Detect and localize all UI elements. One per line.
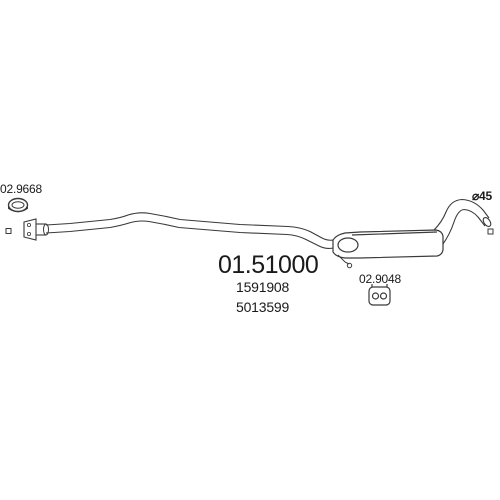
tailpipe [433, 198, 492, 245]
rubber-mount-part-label: 02.9048 [359, 272, 401, 286]
main-part-number: 01.51000 [218, 251, 319, 279]
rear-silencer [332, 229, 444, 259]
gasket-ring-icon [7, 197, 29, 213]
front-pipe [45, 212, 334, 249]
silencer-hanger [337, 254, 353, 269]
outlet-marker [487, 228, 494, 235]
inlet-marker [5, 228, 12, 234]
rubber-mount-icon [368, 284, 391, 306]
reference-number-2: 5013599 [236, 299, 290, 315]
tailpipe-diameter-label: ⌀45 [472, 189, 492, 203]
gasket-part-label: 02.9668 [0, 182, 42, 196]
reference-number-1: 1591908 [236, 279, 290, 295]
front-flange [23, 218, 49, 241]
